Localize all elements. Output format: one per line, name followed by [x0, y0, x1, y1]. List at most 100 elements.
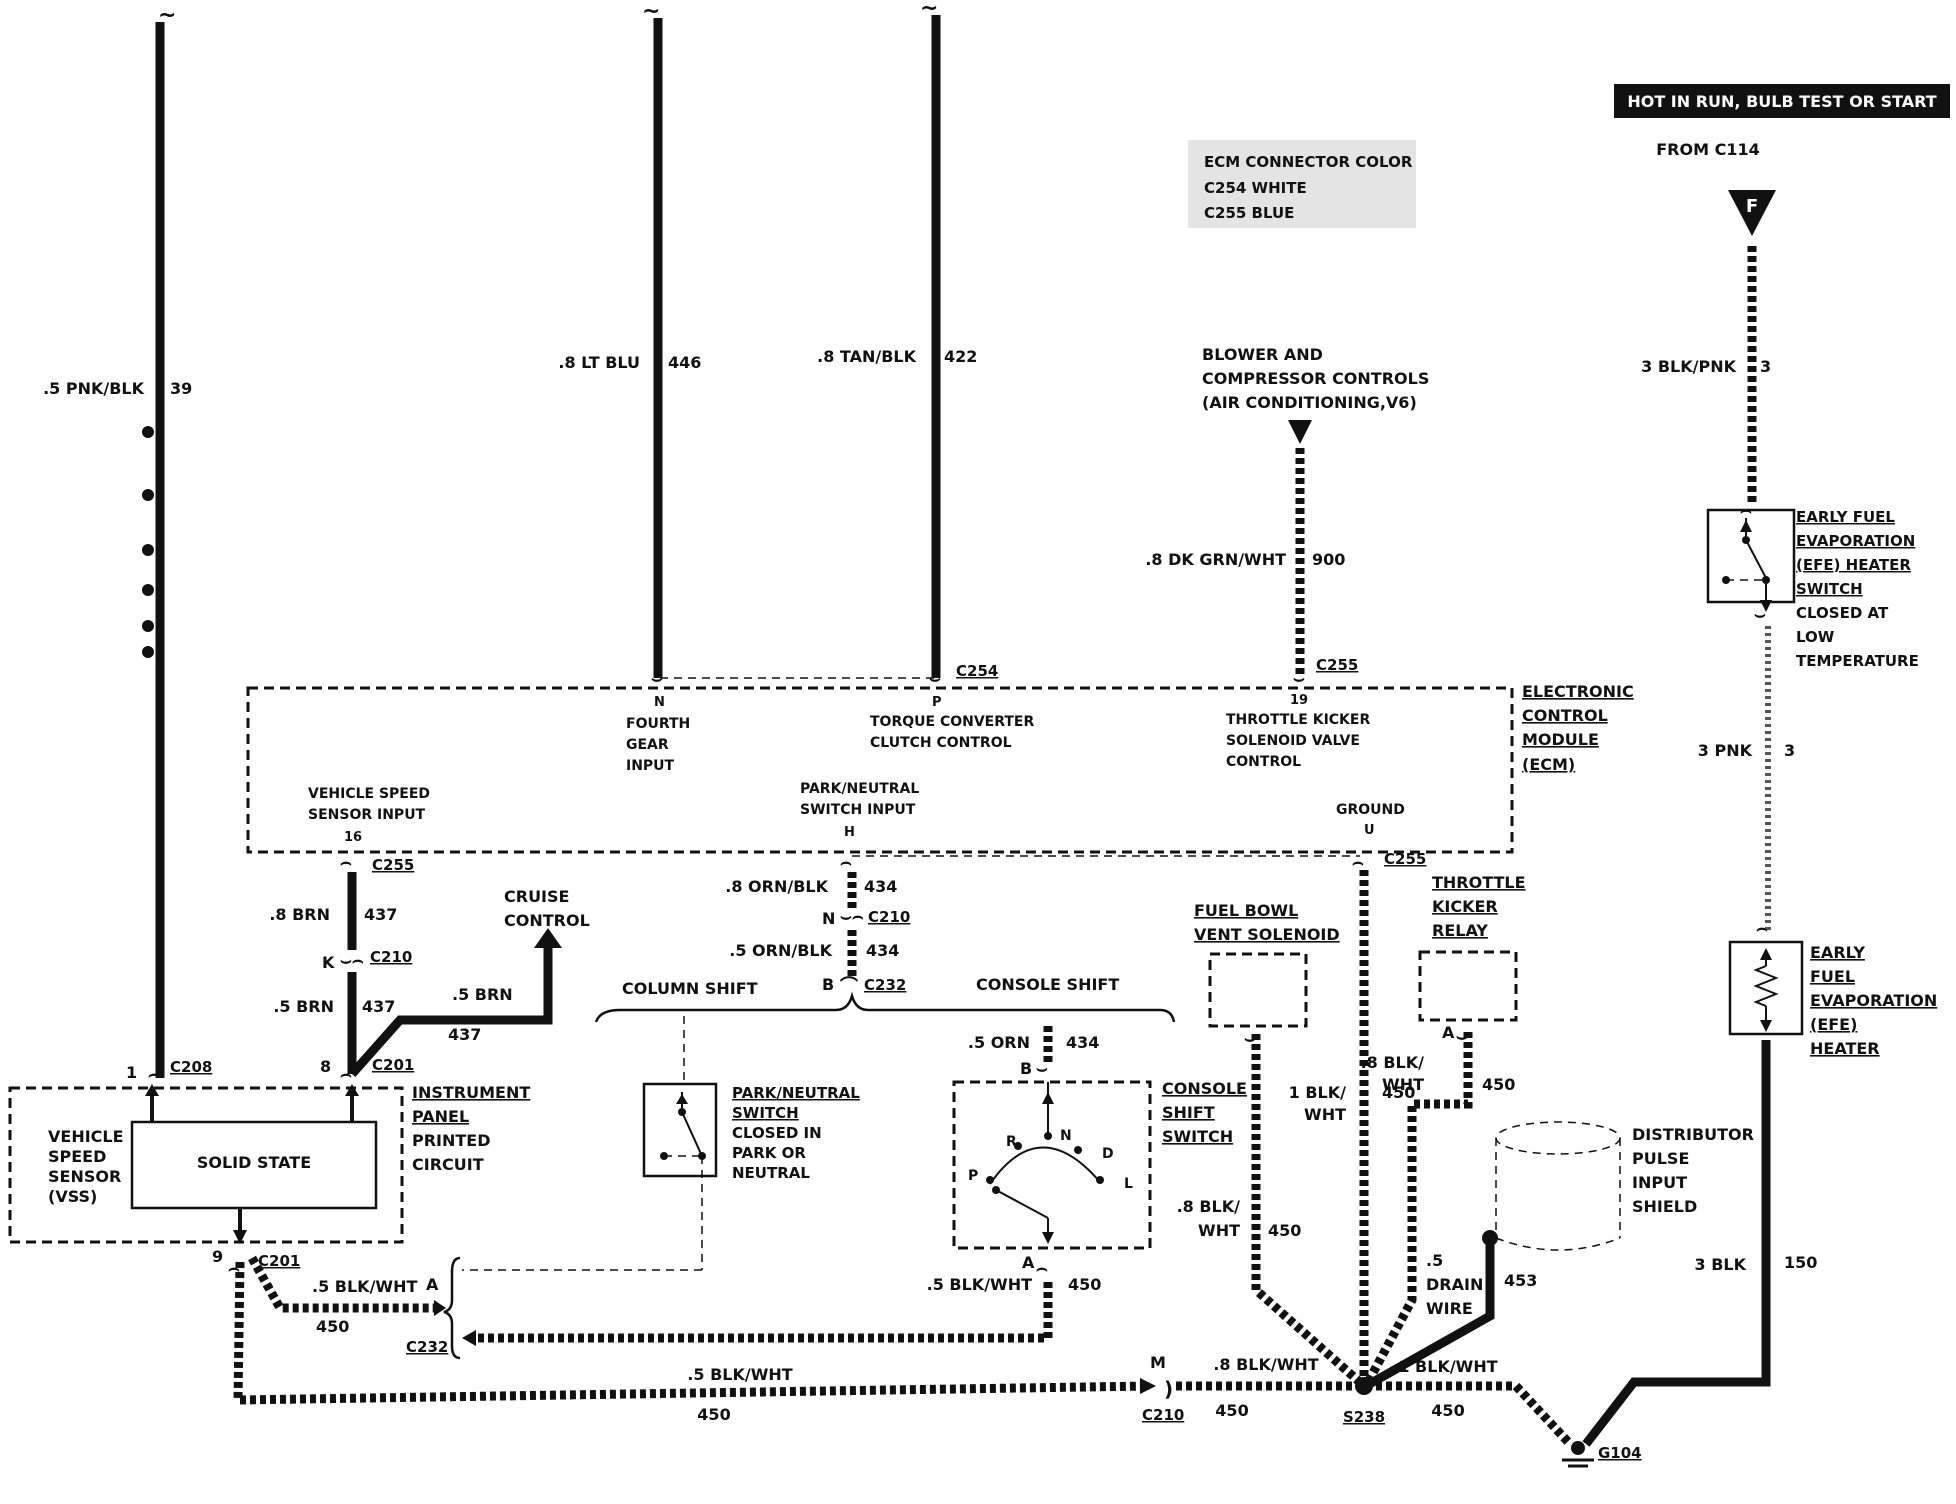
- connector-mark-icon: ⌣⌢: [340, 950, 364, 971]
- wire-gauge-label: WHT: [1382, 1075, 1424, 1094]
- position-label: D: [1102, 1146, 1114, 1162]
- connector-mark-icon: ⌢: [228, 1258, 240, 1279]
- wire-circuit-label: 450: [1068, 1275, 1101, 1294]
- pin-label: A: [1442, 1023, 1455, 1042]
- ecm-ground-wire: ⌢ C255 1 BLK/ WHT 450: [1289, 850, 1426, 1380]
- wire-gauge-label: .5 BLK/WHT: [687, 1365, 792, 1384]
- console-shift-switch: .5 ORN 434 B ⌣ CONSOLE SHIFT SWITCH P R …: [927, 1026, 1247, 1294]
- svg-text:SPEED: SPEED: [48, 1147, 106, 1166]
- svg-text:PARK/NEUTRAL: PARK/NEUTRAL: [732, 1084, 860, 1102]
- svg-text:CLUTCH CONTROL: CLUTCH CONTROL: [870, 735, 1012, 751]
- svg-text:(EFE): (EFE): [1810, 1015, 1857, 1034]
- connector-c210: C210: [370, 948, 412, 966]
- wire-gauge-label: .8 LT BLU: [558, 353, 640, 372]
- wire-circuit-label: 450: [1215, 1401, 1248, 1420]
- pin-label: N: [822, 909, 835, 928]
- arrow-up-icon: [534, 928, 562, 948]
- svg-text:MODULE: MODULE: [1522, 730, 1599, 749]
- from-c114-label: FROM C114: [1656, 140, 1759, 159]
- wire-gauge-label: .8 BLK/: [1361, 1053, 1425, 1072]
- pin-label: H: [844, 825, 855, 840]
- wire-gauge-label: .8 DK GRN/WHT: [1145, 550, 1286, 569]
- connector-mark-icon: ⌢: [1352, 852, 1364, 873]
- svg-text:SHIELD: SHIELD: [1632, 1197, 1697, 1216]
- wire-gauge-label: .8 TAN/BLK: [817, 347, 916, 366]
- connector-c255: C255: [372, 856, 414, 874]
- svg-text:SWITCH: SWITCH: [732, 1104, 799, 1122]
- wire-circuit-label: 437: [364, 905, 397, 924]
- svg-text:GEAR: GEAR: [626, 737, 669, 753]
- pin-label: M: [1150, 1353, 1166, 1372]
- connector-mark-icon: ⌣: [1244, 1028, 1256, 1049]
- svg-text:WIRE: WIRE: [1426, 1299, 1473, 1318]
- wire-gauge-label: 1 BLK/WHT: [1398, 1357, 1497, 1376]
- arrow-down-icon: [1288, 420, 1312, 444]
- wire-circuit-label: 453: [1504, 1271, 1537, 1290]
- svg-text:SWITCH: SWITCH: [1162, 1127, 1233, 1146]
- svg-text:EVAPORATION: EVAPORATION: [1796, 532, 1915, 550]
- ecm-color-line: C255 BLUE: [1204, 204, 1294, 222]
- fuel-bowl-vent-solenoid: FUEL BOWL VENT SOLENOID ⌣ .8 BLK/ WHT 45…: [1177, 901, 1367, 1390]
- pin-label: A: [426, 1275, 439, 1294]
- connector-mark-icon: ⌣: [1293, 668, 1305, 689]
- pin-label: 19: [1290, 693, 1308, 708]
- svg-text:CONTROL: CONTROL: [1226, 754, 1301, 770]
- wire-gauge-label: WHT: [1304, 1105, 1346, 1124]
- wire-circuit-label: 450: [697, 1405, 730, 1424]
- svg-text:CONTROL: CONTROL: [504, 911, 590, 930]
- pin-label: K: [322, 953, 335, 972]
- svg-text:RELAY: RELAY: [1432, 921, 1488, 940]
- connector-mark-icon: ⌢: [840, 852, 852, 873]
- c232-junction: A .5 BLK/WHT 450 C232: [248, 1255, 1053, 1360]
- wire-gauge-label: .8 BRN: [269, 905, 330, 924]
- wire-circuit-label: 3: [1784, 741, 1795, 760]
- connector-mark-icon: ⌣: [929, 668, 941, 689]
- pin-label: P: [932, 695, 942, 710]
- wire-gauge-label: WHT: [1198, 1221, 1240, 1240]
- connector-mark-icon: ⌢: [340, 1064, 352, 1085]
- svg-text:(EFE) HEATER: (EFE) HEATER: [1796, 556, 1911, 574]
- svg-text:BLOWER AND: BLOWER AND: [1202, 345, 1323, 364]
- svg-text:SENSOR INPUT: SENSOR INPUT: [308, 807, 426, 823]
- position-label: N: [1060, 1128, 1072, 1144]
- svg-text:DISTRIBUTOR: DISTRIBUTOR: [1632, 1125, 1754, 1144]
- svg-text:SOLENOID VALVE: SOLENOID VALVE: [1226, 733, 1360, 749]
- wire-gauge-label: 3 PNK: [1698, 741, 1753, 760]
- svg-text:VENT SOLENOID: VENT SOLENOID: [1194, 925, 1340, 944]
- wire-gauge-label: .8 BLK/: [1177, 1197, 1241, 1216]
- column-shift-label: COLUMN SHIFT: [622, 979, 758, 998]
- svg-text:CLOSED IN: CLOSED IN: [732, 1124, 822, 1142]
- wire-circuit-label: 150: [1784, 1253, 1817, 1272]
- ecm-connector-color-note: ECM CONNECTOR COLOR C254 WHITE C255 BLUE: [1188, 140, 1416, 228]
- position-label: L: [1124, 1176, 1133, 1192]
- svg-text:PARK/NEUTRAL: PARK/NEUTRAL: [800, 781, 919, 797]
- hot-in-run-banner: HOT IN RUN, BULB TEST OR START: [1614, 84, 1950, 118]
- connector-c255: C255: [1384, 850, 1426, 868]
- svg-text:HOT IN RUN, BULB TEST OR STAR: HOT IN RUN, BULB TEST OR START: [1627, 92, 1936, 111]
- connector-c254: C254: [956, 662, 998, 680]
- svg-text:(VSS): (VSS): [48, 1187, 97, 1206]
- svg-text:DRAIN: DRAIN: [1426, 1275, 1483, 1294]
- wire-circuit-label: 450: [316, 1317, 349, 1336]
- svg-text:(ECM): (ECM): [1522, 755, 1575, 774]
- wire-circuit-label: 437: [362, 997, 395, 1016]
- wire-gauge-label: .5 BRN: [452, 985, 513, 1004]
- connector-c201: C201: [258, 1252, 300, 1270]
- connector-mark-icon: ⌢: [1756, 918, 1768, 939]
- pin-label: 9: [212, 1247, 223, 1266]
- position-label: P: [968, 1168, 978, 1184]
- svg-text:HEATER: HEATER: [1810, 1039, 1880, 1058]
- connector-c208: C208: [170, 1058, 212, 1076]
- ecm-color-line: ECM CONNECTOR COLOR: [1204, 153, 1413, 171]
- wire-gauge-label: .8 ORN/BLK: [725, 877, 828, 896]
- wire-circuit-label: 39: [170, 379, 192, 398]
- connector-c201: C201: [372, 1056, 414, 1074]
- pin-label: 8: [320, 1057, 331, 1076]
- wire-gauge-label: .5 BRN: [273, 997, 334, 1016]
- wire-39: ~ .5 PNK/BLK 39: [43, 3, 192, 1078]
- connector-mark-icon: ⌣: [1456, 1026, 1468, 1047]
- svg-text:SWITCH: SWITCH: [1796, 580, 1863, 598]
- wire-422: ~ .8 TAN/BLK 422: [817, 0, 977, 678]
- connector-mark-icon: ): [1164, 1377, 1173, 1401]
- svg-text:FUEL BOWL: FUEL BOWL: [1194, 901, 1298, 920]
